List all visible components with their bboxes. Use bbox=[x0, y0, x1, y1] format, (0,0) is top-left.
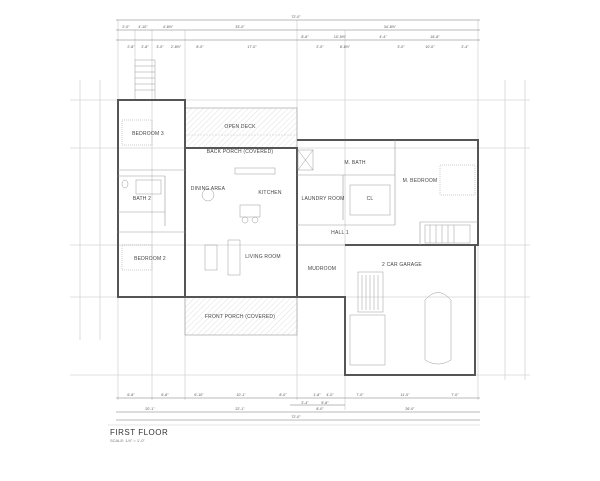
dimension-extension-lines bbox=[70, 20, 530, 410]
dim-label: 8'-0" bbox=[316, 407, 324, 411]
dim-label: 20'-1" bbox=[145, 407, 155, 411]
dim-label: 10'-5½" bbox=[334, 35, 347, 39]
label-kitchen: KITCHEN bbox=[258, 190, 282, 196]
dim-label: 10'-1" bbox=[236, 393, 246, 397]
label-laundry-room: LAUNDRY ROOM bbox=[301, 196, 344, 202]
dim-label: 33'-0" bbox=[235, 25, 245, 29]
dim-bottom-overall: 72'-0" bbox=[291, 415, 301, 419]
dim-label: 1'-8" bbox=[313, 393, 321, 397]
dim-label: 4'-4" bbox=[379, 35, 387, 39]
back-porch bbox=[184, 107, 298, 149]
label-front-porch: FRONT PORCH (COVERED) bbox=[205, 314, 275, 320]
front-porch bbox=[184, 296, 298, 336]
room-labels: OPEN DECK BACK PORCH (COVERED) BEDROOM 3… bbox=[132, 124, 437, 320]
label-living-room: LIVING ROOM bbox=[245, 254, 281, 260]
fixtures bbox=[121, 119, 476, 366]
dim-label: 7'-0" bbox=[356, 393, 364, 397]
dim-label: 6'-10" bbox=[194, 393, 204, 397]
label-hall: HALL 1 bbox=[331, 230, 349, 236]
label-dining-area: DINING AREA bbox=[191, 186, 226, 192]
label-bedroom-2: BEDROOM 2 bbox=[134, 256, 166, 262]
label-garage: 2 CAR GARAGE bbox=[382, 262, 422, 268]
dim-label: 8'-0" bbox=[196, 45, 204, 49]
dim-label: 8'-8½" bbox=[340, 45, 351, 49]
drawing-scale: SCALE: 1/4" = 1'-0" bbox=[110, 438, 145, 443]
dim-label: 2'-8" bbox=[141, 45, 149, 49]
label-master-bath: M. BATH bbox=[344, 160, 365, 166]
label-bedroom-3: BEDROOM 3 bbox=[132, 131, 164, 137]
dim-label: 7'-0" bbox=[451, 393, 459, 397]
dim-label: 2'-8" bbox=[127, 45, 135, 49]
dim-label: 2'-4" bbox=[301, 401, 309, 405]
dim-label: 3'-0" bbox=[156, 45, 164, 49]
dim-top-overall: 72'-0" bbox=[291, 15, 301, 19]
exterior-stairs bbox=[134, 59, 156, 101]
dim-label: 11'-0" bbox=[401, 393, 411, 397]
dim-label: 5'-8" bbox=[321, 401, 329, 405]
dim-label: 6'-8" bbox=[127, 393, 135, 397]
dim-label: 26'-0" bbox=[405, 407, 415, 411]
dim-label: 8'-0" bbox=[279, 393, 287, 397]
dimension-labels: 72'-0" 2'-0" 4'-10" 4'-8½" 33'-0" 34'-8½… bbox=[122, 15, 469, 419]
dim-label: 4'-10" bbox=[138, 25, 148, 29]
dim-label: 6'-8" bbox=[161, 393, 169, 397]
dim-label: 2'-8½" bbox=[171, 45, 182, 49]
dim-label: 10'-0" bbox=[425, 45, 435, 49]
dimension-lines bbox=[116, 19, 480, 421]
dim-label: 3'-0" bbox=[397, 45, 405, 49]
label-bath-2: BATH 2 bbox=[133, 196, 151, 202]
dim-label: 16'-8" bbox=[430, 35, 440, 39]
dim-label: 4'-0" bbox=[326, 393, 334, 397]
dim-label: 2'-4" bbox=[461, 45, 469, 49]
dim-label: 2'-0" bbox=[316, 45, 324, 49]
dim-label: 4'-8½" bbox=[163, 25, 174, 29]
label-mudroom: MUDROOM bbox=[308, 266, 336, 272]
dim-label: 17'-0" bbox=[247, 45, 257, 49]
dim-label: 22'-1" bbox=[235, 407, 245, 411]
drawing-title: FIRST FLOOR bbox=[110, 428, 169, 437]
dim-label: 8'-6" bbox=[301, 35, 309, 39]
label-back-porch: BACK PORCH (COVERED) bbox=[207, 149, 274, 155]
label-open-deck: OPEN DECK bbox=[224, 124, 256, 130]
walls bbox=[117, 99, 479, 376]
dim-label: 2'-0" bbox=[122, 25, 130, 29]
label-master-bedroom: M. BEDROOM bbox=[403, 178, 438, 184]
dim-label: 34'-8½" bbox=[384, 25, 397, 29]
label-closet: CL bbox=[367, 196, 374, 202]
